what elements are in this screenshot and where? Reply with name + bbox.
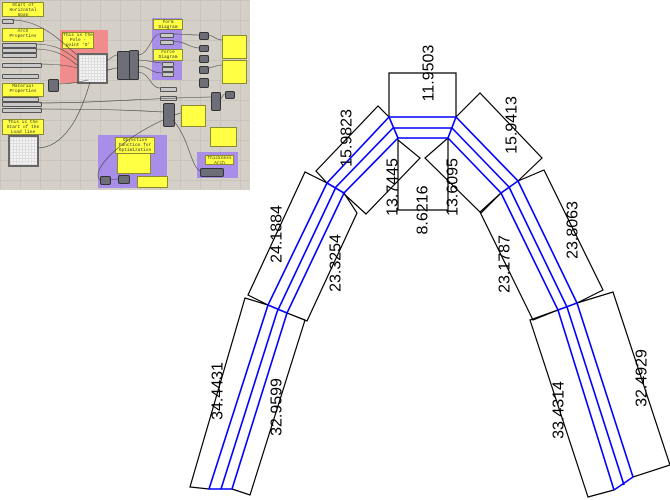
slider[interactable]	[2, 74, 39, 79]
dim-center: 8.6216	[415, 185, 432, 234]
thrust-line-middle	[220, 127, 625, 490]
slider[interactable]	[2, 108, 42, 113]
param[interactable]	[160, 40, 174, 45]
note-load-line[interactable]: This is the Start of the Load line	[2, 119, 44, 135]
param[interactable]	[160, 87, 177, 92]
thrust-joint	[326, 182, 345, 194]
thrust-line-inner	[231, 137, 615, 491]
note-horizontal-span[interactable]: Start of Horizontal Span	[2, 2, 44, 17]
slider[interactable]	[2, 43, 37, 48]
graph-mapper-pole[interactable]	[77, 53, 108, 84]
dimension-box-left-low	[189, 297, 269, 490]
graph-mapper-load-line[interactable]	[8, 135, 39, 167]
dimension-box-left-top-inner	[342, 139, 421, 215]
component[interactable]	[199, 45, 209, 52]
component[interactable]	[100, 176, 111, 185]
thrust-joint	[557, 302, 578, 311]
component[interactable]	[225, 91, 235, 99]
dim-right-top: 15.9413	[504, 96, 521, 154]
output-panel[interactable]	[210, 127, 237, 147]
dimension-box-right-top-inner	[424, 137, 502, 214]
dim-left-mid-inner: 23.3254	[328, 234, 345, 292]
dimension-box-right-top	[455, 92, 543, 182]
component[interactable]	[199, 66, 209, 74]
param[interactable]	[160, 33, 174, 38]
param[interactable]	[162, 72, 174, 77]
dimension-box-right-mid-inner	[479, 192, 559, 321]
dim-left-low-outer: 34.4431	[210, 362, 227, 420]
note-form-diagram[interactable]: Form Diagram	[153, 19, 183, 30]
component[interactable]	[200, 168, 224, 177]
note-material[interactable]: Material Properties	[2, 83, 44, 97]
dimension-box-left-mid	[247, 171, 328, 306]
output-panel[interactable]	[181, 105, 206, 127]
note-arch-properties[interactable]: Arch Properties	[2, 28, 44, 42]
dim-left-top: 15.9823	[339, 109, 356, 167]
dimension-box-right-low	[576, 291, 670, 478]
dim-top: 11.9503	[421, 45, 438, 102]
output-panel[interactable]	[222, 35, 247, 59]
output-panel[interactable]	[117, 153, 151, 174]
dimension-box-left-top	[315, 105, 390, 184]
component[interactable]	[199, 55, 209, 63]
thrust-joint	[500, 180, 519, 194]
note-thickness[interactable]: Thickness Arch	[205, 155, 234, 165]
slider[interactable]	[2, 53, 37, 58]
dimension-box-right-low-inner	[529, 309, 615, 498]
dim-left-low-inner: 32.9599	[269, 378, 286, 436]
dimension-box-right-mid	[517, 169, 604, 304]
dim-right-inner-top: 13.6095	[445, 158, 462, 216]
slider[interactable]	[2, 19, 14, 24]
slider[interactable]	[2, 102, 42, 107]
thrust-joint	[613, 476, 634, 491]
component[interactable]	[199, 78, 209, 88]
thrust-line-outer	[208, 116, 634, 490]
dim-left-mid-outer: 24.1884	[269, 205, 286, 263]
dim-left-inner-top: 13.7445	[385, 158, 402, 216]
thrust-joint	[267, 304, 288, 314]
slider[interactable]	[2, 97, 39, 102]
output-panel[interactable]	[137, 176, 168, 188]
dimension-box-center	[397, 138, 449, 211]
component[interactable]	[211, 92, 221, 111]
note-pole[interactable]: This is the Pole - point 'O'	[62, 32, 94, 49]
component[interactable]	[48, 79, 59, 92]
dimension-box-left-mid-inner	[286, 192, 358, 322]
param[interactable]	[162, 62, 174, 67]
slider[interactable]	[2, 48, 37, 53]
thrust-joint	[447, 116, 457, 139]
dim-right-low-inner: 33.4314	[551, 381, 568, 439]
note-force-diagram[interactable]: Force Diagram	[153, 49, 183, 61]
dim-right-mid-inner: 23.1787	[497, 235, 514, 293]
grasshopper-canvas-thumbnail[interactable]: Start of Horizontal Span Arch Properties…	[0, 0, 250, 190]
wires	[11, 19, 226, 181]
slider[interactable]	[2, 63, 42, 68]
component[interactable]	[199, 32, 209, 40]
dim-right-mid-outer: 23.8063	[565, 201, 582, 259]
component[interactable]	[129, 50, 139, 80]
dim-right-low-outer: 32.4929	[634, 349, 651, 407]
dimension-box-left-low-inner	[231, 312, 306, 496]
component[interactable]	[118, 175, 130, 184]
param[interactable]	[162, 67, 174, 72]
dimension-box-top	[388, 72, 457, 117]
thrust-joint	[388, 116, 399, 139]
output-panel[interactable]	[222, 60, 247, 84]
